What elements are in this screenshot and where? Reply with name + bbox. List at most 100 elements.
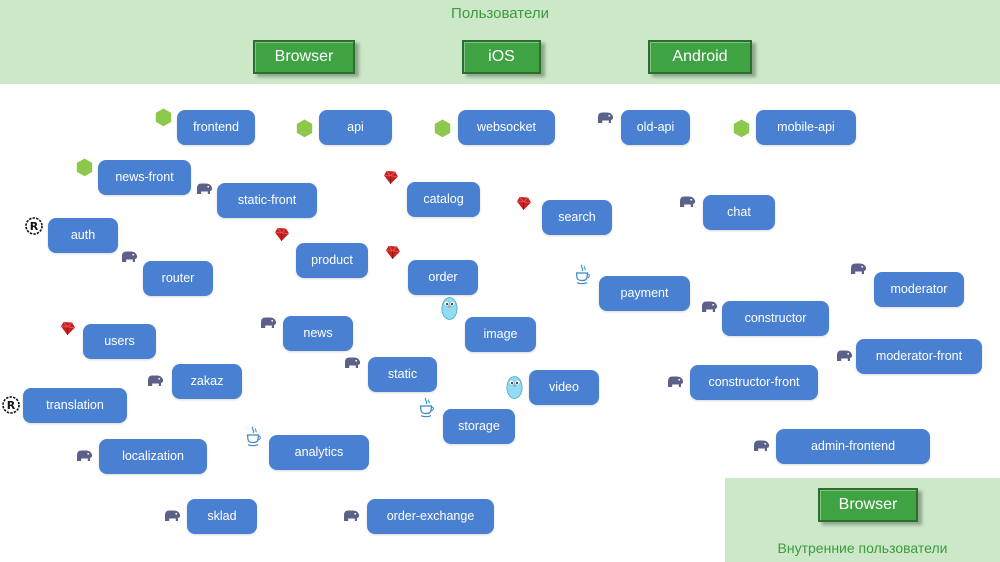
php-icon [835,348,854,363]
service-node-chat[interactable]: chat [703,195,775,230]
rust-icon: R [1,395,21,415]
service-node-api[interactable]: api [319,110,392,145]
service-label: users [104,334,135,348]
service-node-constructor[interactable]: constructor [722,301,829,336]
php-icon [342,508,361,523]
service-label: order [428,270,458,284]
service-node-image[interactable]: image [465,317,536,352]
ruby-icon [516,196,532,211]
php-icon [849,261,868,276]
browser-button[interactable]: Browser [253,40,355,74]
internal-browser-button[interactable]: Browser [818,488,918,522]
service-node-sklad[interactable]: sklad [187,499,257,534]
service-node-news[interactable]: news [283,316,353,351]
service-label: auth [70,228,96,242]
service-label: storage [458,419,500,433]
service-node-auth[interactable]: auth [48,218,118,253]
service-node-storage[interactable]: storage [443,409,515,444]
service-node-catalog[interactable]: catalog [407,182,480,217]
service-node-moderator[interactable]: moderator [874,272,964,307]
service-label: image [483,327,518,341]
ruby-icon [60,321,76,336]
service-label: static-front [237,193,297,207]
service-node-websocket[interactable]: websocket [458,110,555,145]
service-node-constructor-front[interactable]: constructor-front [690,365,818,400]
php-icon [75,448,94,463]
service-label: websocket [476,120,537,134]
service-node-zakaz[interactable]: zakaz [172,364,242,399]
android-button[interactable]: Android [648,40,752,74]
php-icon [752,438,771,453]
service-label: news-front [115,170,174,184]
service-label: mobile-api [777,120,835,134]
service-label: chat [727,205,751,219]
ios-button[interactable]: iOS [462,40,541,74]
service-label: sklad [207,509,237,523]
service-label: frontend [193,120,239,134]
service-label: old-api [636,120,675,134]
service-label: catalog [423,192,464,206]
service-label: analytics [294,445,344,459]
php-icon [195,181,214,196]
go-icon [441,297,458,320]
svg-text:R: R [30,220,39,233]
service-label: search [558,210,596,224]
php-icon [163,508,182,523]
nodejs-icon [434,119,451,138]
service-node-order-exchange[interactable]: order-exchange [367,499,494,534]
external-users-title: Пользователи [451,5,549,22]
service-node-payment[interactable]: payment [599,276,690,311]
nodejs-icon [155,108,172,127]
service-label: moderator [890,282,948,296]
service-node-localization[interactable]: localization [99,439,207,474]
service-label: router [161,271,195,285]
php-icon [146,373,165,388]
service-node-moderator-front[interactable]: moderator-front [856,339,982,374]
ruby-icon [383,170,399,185]
java-icon [574,264,591,287]
service-label: admin-frontend [810,439,896,453]
php-icon [120,249,139,264]
service-node-admin-frontend[interactable]: admin-frontend [776,429,930,464]
service-node-old-api[interactable]: old-api [621,110,690,145]
php-icon [700,299,719,314]
service-node-order[interactable]: order [408,260,478,295]
service-node-translation[interactable]: translation [23,388,127,423]
service-label: zakaz [190,374,224,388]
service-node-product[interactable]: product [296,243,368,278]
service-node-static-front[interactable]: static-front [217,183,317,218]
service-label: api [347,120,364,134]
php-icon [596,110,615,125]
service-node-router[interactable]: router [143,261,213,296]
ruby-icon [274,227,290,242]
go-icon [506,376,523,399]
nodejs-icon [296,119,313,138]
service-node-frontend[interactable]: frontend [177,110,255,145]
service-node-news-front[interactable]: news-front [98,160,191,195]
rust-icon: R [24,216,44,236]
service-label: constructor-front [708,375,800,389]
service-node-mobile-api[interactable]: mobile-api [756,110,856,145]
service-label: static [387,367,418,381]
php-icon [666,374,685,389]
java-icon [245,426,262,449]
service-label: payment [620,286,669,300]
service-node-users[interactable]: users [83,324,156,359]
svg-text:R: R [7,399,16,412]
service-label: news [303,326,333,340]
service-node-static[interactable]: static [368,357,437,392]
service-node-search[interactable]: search [542,200,612,235]
service-label: translation [46,398,104,412]
ruby-icon [385,245,401,260]
nodejs-icon [76,158,93,177]
service-label: order-exchange [386,509,475,523]
php-icon [343,355,362,370]
service-node-video[interactable]: video [529,370,599,405]
php-icon [678,194,697,209]
service-label: constructor [744,311,807,325]
nodejs-icon [733,119,750,138]
java-icon [418,397,435,420]
service-label: localization [122,449,184,463]
service-node-analytics[interactable]: analytics [269,435,369,470]
